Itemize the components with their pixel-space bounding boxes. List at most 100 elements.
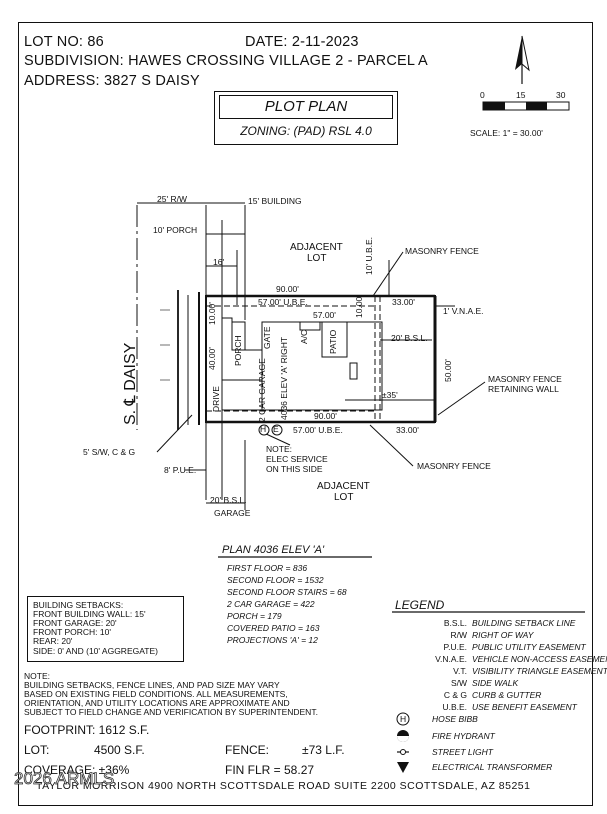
- plan-info-line: 2 CAR GARAGE = 422: [227, 599, 315, 609]
- dim-16: 16': [213, 257, 225, 267]
- subdivision: SUBDIVISION: HAWES CROSSING VILLAGE 2 - …: [24, 53, 428, 69]
- setback-line: SIDE: 0' AND (10' AGGREGATE): [33, 646, 158, 656]
- setback-line: FRONT PORCH: 10': [33, 627, 111, 637]
- plan-info-line: SECOND FLOOR = 1532: [227, 575, 324, 585]
- dim-40: 40.00': [207, 347, 217, 370]
- lot-number: LOT NO: 86: [24, 34, 104, 50]
- gate-label: GATE: [262, 326, 272, 349]
- lot-label: LOT:: [24, 743, 50, 757]
- plan-info-line: COVERED PATIO = 163: [227, 623, 320, 633]
- dim-57-ube-top: 57.00' U.B.E.: [258, 297, 308, 307]
- approx-35: ±35': [382, 390, 398, 400]
- adjacent-lot-top-2: LOT: [307, 253, 327, 264]
- fence-value: ±73 L.F.: [302, 743, 345, 757]
- ube-10-top: 10' U.B.E.: [364, 236, 374, 275]
- dim-57-ube-bottom: 57.00' U.B.E.: [293, 425, 343, 435]
- plot-plan-title: PLOT PLAN: [264, 98, 348, 115]
- legend-symbol-desc: HOSE BIBB: [432, 714, 478, 724]
- footprint: FOOTPRINT: 1612 S.F.: [24, 723, 150, 737]
- garage-under: GARAGE: [214, 508, 251, 518]
- legend-desc: VEHICLE NON-ACCESS EASEMENT: [472, 654, 607, 664]
- drive-label: DRIVE: [211, 386, 221, 412]
- patio-label: PATIO: [328, 329, 338, 354]
- note-line: NOTE:: [24, 671, 50, 681]
- electric-meter-icon: E: [273, 424, 279, 434]
- title-block: [214, 91, 398, 145]
- scale-tick-30: 30: [556, 90, 566, 100]
- porch-label: PORCH: [233, 335, 243, 366]
- vnae-label: 1' V.N.A.E.: [443, 306, 484, 316]
- legend-abbr: V.N.A.E.: [435, 654, 467, 664]
- scale-tick-0: 0: [480, 90, 485, 100]
- bsl-garage: 20' B.S.L.: [210, 495, 247, 505]
- setback-line: FRONT BUILDING WALL: 15': [33, 609, 146, 619]
- legend-abbr: B.S.L.: [443, 618, 467, 628]
- dim-90-bottom: 90.00': [314, 411, 337, 421]
- plan-info-line: SECOND FLOOR STAIRS = 68: [227, 587, 347, 597]
- building-setback-dim: 15' BUILDING: [248, 196, 302, 206]
- legend-abbr: U.B.E.: [442, 702, 467, 712]
- hose-bibb-icon: H: [400, 714, 407, 724]
- zoning: ZONING: (PAD) RSL 4.0: [240, 124, 372, 138]
- legend-symbol-desc: ELECTRICAL TRANSFORMER: [432, 762, 553, 772]
- note-line: BASED ON EXISTING FIELD CONDITIONS. ALL …: [24, 689, 288, 699]
- dim-33-bottom: 33.00': [396, 425, 419, 435]
- pue-8: 8' P.U.E.: [164, 465, 197, 475]
- legend-abbr: V.T.: [453, 666, 467, 676]
- legend-abbr: S/W: [450, 678, 467, 688]
- coverage: COVERAGE: ±36%: [24, 763, 130, 777]
- note-line: BUILDING SETBACKS, FENCE LINES, AND PAD …: [24, 680, 280, 690]
- masonry-fence-bottom: MASONRY FENCE: [417, 461, 491, 471]
- plan-info-line: FIRST FLOOR = 836: [227, 563, 308, 573]
- note-line: ORIENTATION, AND UTILITY LOCATIONS ARE A…: [24, 698, 290, 708]
- dim-57-inner: 57.00': [313, 310, 336, 320]
- garage-label: 2 CAR GARAGE: [257, 358, 267, 422]
- finish-floor: FIN FLR = 58.27: [225, 763, 315, 777]
- sidewalk-curb-label: 5' S/W, C & G: [83, 447, 136, 457]
- scale-tick-15: 15: [516, 90, 526, 100]
- dim-50: 50.00': [443, 359, 453, 382]
- dim-33-top: 33.00': [392, 297, 415, 307]
- address: ADDRESS: 3827 S DAISY: [24, 73, 200, 89]
- dim-90-top: 90.00': [276, 284, 299, 294]
- legend-desc: VISIBILITY TRIANGLE EASEMENT: [472, 666, 607, 676]
- legend-desc: BUILDING SETBACK LINE: [472, 618, 576, 628]
- builder-address: TAYLOR MORRISON 4900 NORTH SCOTTSDALE RO…: [36, 780, 531, 792]
- plan-info-line: PORCH = 179: [227, 611, 282, 621]
- setback-line: REAR: 20': [33, 636, 73, 646]
- legend-desc: PUBLIC UTILITY EASEMENT: [472, 642, 586, 652]
- rw-dim: 25' R/W: [157, 194, 187, 204]
- street-name: S. ℄ DAISY: [122, 342, 139, 425]
- legend-desc: USE BENEFIT EASEMENT: [472, 702, 577, 712]
- elec-note-3: ON THIS SIDE: [266, 464, 323, 474]
- setback-line: BUILDING SETBACKS:: [33, 600, 124, 610]
- plan-info-line: PROJECTIONS 'A' = 12: [227, 635, 318, 645]
- setback-line: FRONT GARAGE: 20': [33, 618, 117, 628]
- legend-symbols: [396, 712, 410, 773]
- legend-abbr: C & G: [443, 690, 467, 700]
- ac-label: A/C: [299, 329, 309, 344]
- dim-10-left: 10.00': [207, 302, 217, 325]
- setbacks-box: [27, 596, 184, 662]
- adjacent-lot-bottom-2: LOT: [334, 492, 354, 503]
- legend-abbr: P.U.E.: [443, 642, 467, 652]
- retaining-wall: RETAINING WALL: [488, 384, 559, 394]
- fence-label: FENCE:: [225, 743, 270, 757]
- elec-note-1: NOTE:: [266, 444, 292, 454]
- masonry-fence-top: MASONRY FENCE: [405, 246, 479, 256]
- note-line: SUBJECT TO FIELD CHANGE AND VERIFICATION…: [24, 707, 318, 717]
- bsl-20-rear: 20' B.S.L.: [391, 333, 428, 343]
- plan-info-title: PLAN 4036 ELEV 'A': [222, 544, 325, 556]
- dim-10-right: 10.00': [354, 295, 364, 318]
- armls-watermark: 2026 ARMLS: [14, 769, 115, 788]
- hose-bibb-icon: H: [260, 424, 267, 434]
- masonry-fence-retaining: MASONRY FENCE: [488, 374, 562, 384]
- legend-symbol-desc: STREET LIGHT: [432, 747, 493, 757]
- scale-label: SCALE: 1" = 30.00': [470, 128, 543, 138]
- elec-note-2: ELEC SERVICE: [266, 454, 328, 464]
- legend-desc: SIDE WALK: [472, 678, 519, 688]
- title-box: [219, 95, 393, 119]
- adjacent-lot-top: ADJACENT: [290, 242, 343, 253]
- porch-setback-dim: 10' PORCH: [153, 225, 198, 235]
